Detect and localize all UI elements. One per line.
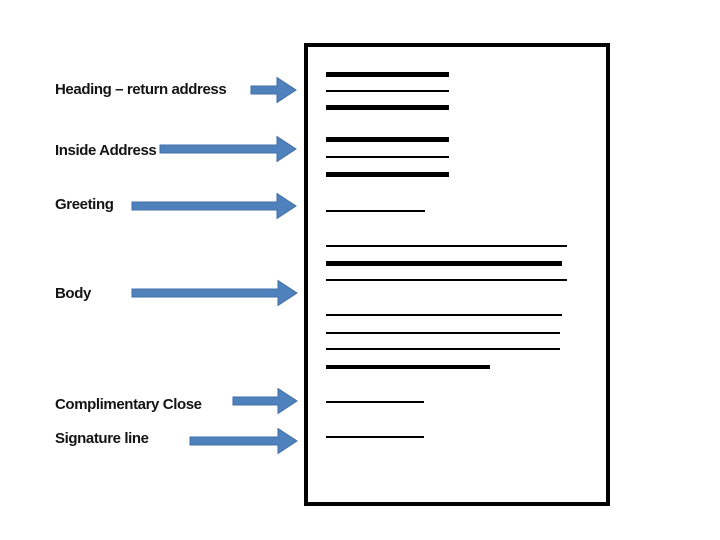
greeting-arrow — [131, 192, 297, 220]
letter-line-body — [326, 332, 560, 334]
letter-line-body — [326, 279, 567, 281]
label-complimentary-close: Complimentary Close — [55, 396, 202, 413]
letter-line-inside-address — [326, 172, 449, 177]
heading-arrow — [250, 76, 297, 104]
letter-line-body — [326, 245, 567, 247]
letter-line-complimentary-close — [326, 401, 424, 403]
label-body: Body — [55, 285, 91, 302]
letter-line-signature-line — [326, 436, 424, 438]
body-arrow — [131, 279, 298, 307]
label-greeting: Greeting — [55, 196, 114, 213]
letter-line-body — [326, 261, 562, 266]
letter-line-greeting — [326, 210, 425, 212]
letter-line-inside-address — [326, 156, 449, 158]
letter-line-heading — [326, 72, 449, 77]
letter-line-inside-address — [326, 137, 449, 142]
label-heading-return-address: Heading – return address — [55, 81, 227, 98]
letter-line-body — [326, 314, 562, 316]
letter-line-body — [326, 365, 490, 369]
signature-line-arrow — [189, 427, 298, 455]
label-inside-address: Inside Address — [55, 142, 157, 159]
letter-document-box — [304, 43, 610, 506]
label-signature-line: Signature line — [55, 430, 149, 447]
inside-address-arrow — [159, 135, 297, 163]
letter-line-heading — [326, 90, 449, 92]
letter-line-body — [326, 348, 560, 350]
complimentary-close-arrow — [232, 387, 298, 415]
letter-line-heading — [326, 105, 449, 110]
